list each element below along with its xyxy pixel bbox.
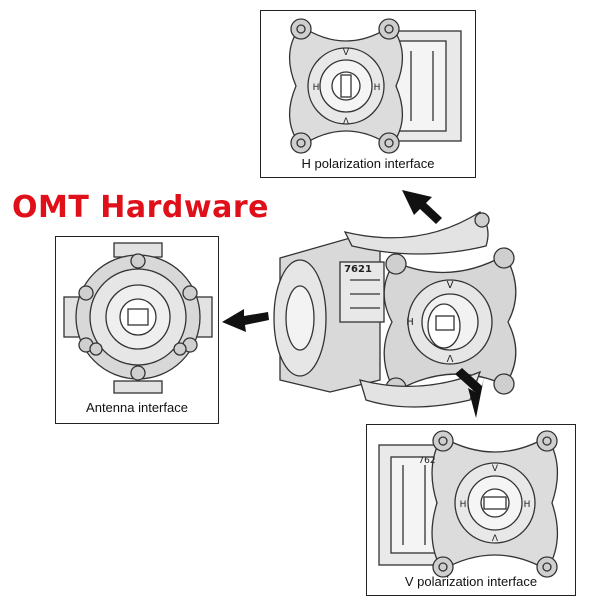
v-polarization-drawing: 762 V Λ H H	[378, 430, 559, 578]
h-polarization-panel: V Λ H H H polarization interface	[260, 10, 476, 178]
v-panel-mark-top: V	[492, 464, 499, 474]
v-panel-mark-right: H	[524, 500, 531, 510]
arrow-icon-to-antenna	[222, 309, 269, 332]
antenna-caption: Antenna interface	[86, 400, 188, 415]
h-panel-mark-top: V	[343, 48, 350, 58]
h-polarization-drawing: V Λ H H	[288, 18, 462, 154]
v-panel-part-number: 762	[418, 456, 435, 466]
center-part-number: 7621	[344, 264, 372, 275]
h-panel-mark-bottom: Λ	[343, 117, 350, 127]
arrow-icon-to-v	[455, 368, 484, 418]
v-polarization-caption: V polarization interface	[404, 574, 538, 589]
h-panel-mark-left: H	[313, 83, 320, 93]
center-mark-top: V	[447, 280, 454, 291]
v-panel-mark-bottom: Λ	[492, 534, 499, 544]
v-panel-mark-left: H	[460, 500, 467, 510]
arrow-icon-to-h	[402, 190, 442, 224]
antenna-drawing	[63, 242, 213, 394]
v-polarization-panel: 762 V Λ H H V polarization interface	[366, 424, 576, 596]
antenna-panel: Antenna interface	[55, 236, 219, 424]
center-mark-bottom: Λ	[447, 354, 454, 365]
h-panel-mark-right: H	[374, 83, 381, 93]
h-polarization-caption: H polarization interface	[301, 156, 435, 171]
diagram-title: OMT Hardware	[12, 190, 269, 225]
center-mark-left: H	[406, 317, 414, 328]
